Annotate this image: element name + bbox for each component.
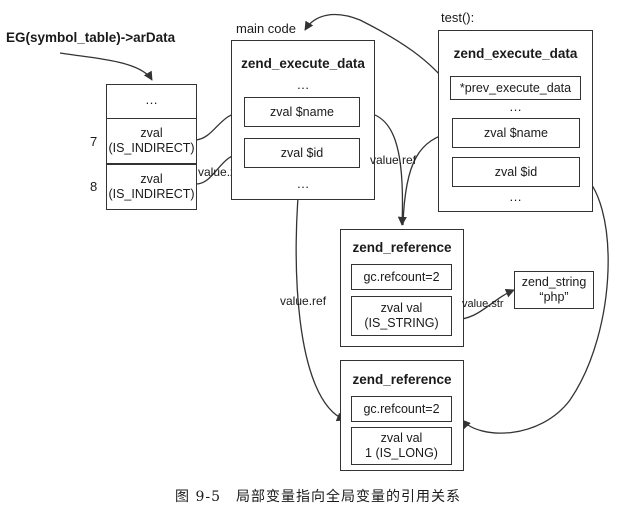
main-id-text: zval $id xyxy=(280,145,324,160)
value-ref-label-1: value.ref xyxy=(370,153,417,167)
ref2-zval-val: zval val 1 (IS_LONG) xyxy=(351,427,452,465)
test-prev-execute-data: *prev_execute_data xyxy=(450,76,581,100)
main-frame-dots-top: … xyxy=(296,77,310,92)
test-frame-title: zend_execute_data xyxy=(453,46,578,61)
eg-label: EG(symbol_table)->arData xyxy=(6,30,176,45)
arrow-prev-to-main xyxy=(304,13,451,88)
ref1-zval-val: zval val (IS_STRING) xyxy=(351,296,452,336)
ref1-title: zend_reference xyxy=(352,240,452,255)
slot7-line1: zval xyxy=(140,126,163,140)
value-ref-label-2: value.ref xyxy=(280,294,327,308)
main-frame-title: zend_execute_data xyxy=(241,56,365,71)
value-str-label: value.str xyxy=(462,298,504,310)
test-frame-dots-mid: … xyxy=(509,99,522,114)
main-frame-dots-bottom: … xyxy=(296,176,310,191)
test-label: test(): xyxy=(441,10,475,25)
main-zval-id: zval $id xyxy=(244,138,360,168)
ref1-refcount: gc.refcount=2 xyxy=(351,264,452,290)
main-zval-name: zval $name xyxy=(244,97,360,127)
ref1-refcount-text: gc.refcount=2 xyxy=(363,269,440,284)
test-id-text: zval $id xyxy=(494,164,538,179)
test-name-text: zval $name xyxy=(484,125,548,140)
symbol-table-dots: … xyxy=(145,92,158,107)
ref1-val-line1: zval val xyxy=(380,301,423,315)
zend-string: zend_string “php” xyxy=(514,271,594,309)
slot8-line1: zval xyxy=(140,172,163,186)
arrow-test-id-to-ref2 xyxy=(461,171,609,434)
test-frame-dots-bottom: … xyxy=(509,189,522,204)
figure-caption: 图 9-5 局部变量指向全局变量的引用关系 xyxy=(175,489,461,505)
main-code-label: main code xyxy=(236,21,296,36)
test-zval-name: zval $name xyxy=(452,118,580,148)
slot7-index: 7 xyxy=(90,134,98,149)
test-zval-id: zval $id xyxy=(452,157,580,187)
ref2-refcount: gc.refcount=2 xyxy=(351,396,452,422)
ref1-val-line2: (IS_STRING) xyxy=(364,316,439,330)
symbol-slot-7: zval (IS_INDIRECT) xyxy=(106,118,197,164)
ref2-val-line1: zval val xyxy=(380,431,423,445)
arrow-id-to-ref2 xyxy=(295,164,346,422)
arrow-eg-to-table xyxy=(59,52,153,81)
slot7-line2: (IS_INDIRECT) xyxy=(108,141,195,155)
symbol-slot-8: zval (IS_INDIRECT) xyxy=(106,164,197,210)
slot8-line2: (IS_INDIRECT) xyxy=(108,187,195,201)
zstring-line2: “php” xyxy=(539,290,569,304)
ref2-title: zend_reference xyxy=(352,372,452,387)
slot8-index: 8 xyxy=(90,179,98,194)
main-name-text: zval $name xyxy=(270,104,334,119)
test-prev-text: *prev_execute_data xyxy=(459,80,572,95)
zstring-line1: zend_string xyxy=(521,275,587,289)
ref2-val-line2: 1 (IS_LONG) xyxy=(365,446,438,460)
ref2-refcount-text: gc.refcount=2 xyxy=(363,401,440,416)
